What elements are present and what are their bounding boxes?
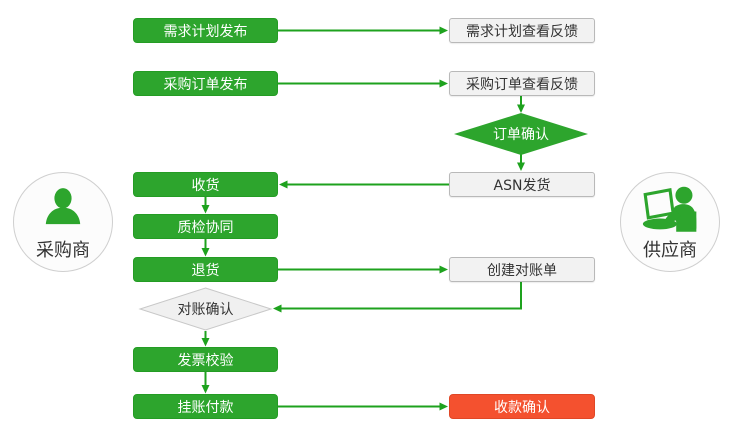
supplier-laptop-icon — [639, 183, 701, 235]
node-receive-goods-label: 收货 — [191, 177, 220, 194]
node-invoice-verify-label: 发票校验 — [177, 352, 234, 369]
node-asn-ship-label: ASN发货 — [493, 177, 551, 194]
node-order-publish: 采购订单发布 — [133, 71, 278, 96]
node-quality-collab-label: 质检协同 — [177, 219, 234, 236]
node-demand-publish-label: 需求计划发布 — [163, 23, 248, 40]
node-order-publish-label: 采购订单发布 — [163, 76, 248, 93]
node-order-confirm: 订单确认 — [454, 113, 588, 155]
buyer-actor-circle: 采购商 — [13, 172, 113, 272]
node-demand-feedback-label: 需求计划查看反馈 — [466, 23, 578, 40]
supplier-actor-circle: 供应商 — [620, 172, 720, 272]
node-book-payment: 挂账付款 — [133, 394, 278, 419]
node-asn-ship: ASN发货 — [449, 172, 595, 197]
edge-create-statement-to-recon-confirm — [273, 282, 522, 313]
supplier-label: 供应商 — [643, 240, 697, 261]
node-receipt-confirm-label: 收款确认 — [494, 399, 550, 416]
node-create-statement-label: 创建对账单 — [487, 262, 557, 279]
node-quality-collab: 质检协同 — [133, 214, 278, 239]
node-return-goods: 退货 — [133, 257, 278, 282]
buyer-label: 采购商 — [36, 240, 90, 261]
node-order-confirm-label: 订单确认 — [493, 127, 549, 143]
buyer-person-icon — [38, 183, 88, 235]
node-book-payment-label: 挂账付款 — [177, 399, 234, 416]
node-create-statement: 创建对账单 — [449, 257, 595, 282]
node-receipt-confirm: 收款确认 — [449, 394, 595, 419]
node-demand-publish: 需求计划发布 — [133, 18, 278, 43]
node-order-feedback: 采购订单查看反馈 — [449, 71, 595, 96]
node-invoice-verify: 发票校验 — [133, 347, 278, 372]
node-recon-confirm-label: 对账确认 — [177, 302, 234, 318]
node-return-goods-label: 退货 — [191, 262, 220, 279]
node-recon-confirm: 对账确认 — [138, 287, 273, 331]
node-demand-feedback: 需求计划查看反馈 — [449, 18, 595, 43]
node-receive-goods: 收货 — [133, 172, 278, 197]
node-order-feedback-label: 采购订单查看反馈 — [466, 76, 578, 93]
